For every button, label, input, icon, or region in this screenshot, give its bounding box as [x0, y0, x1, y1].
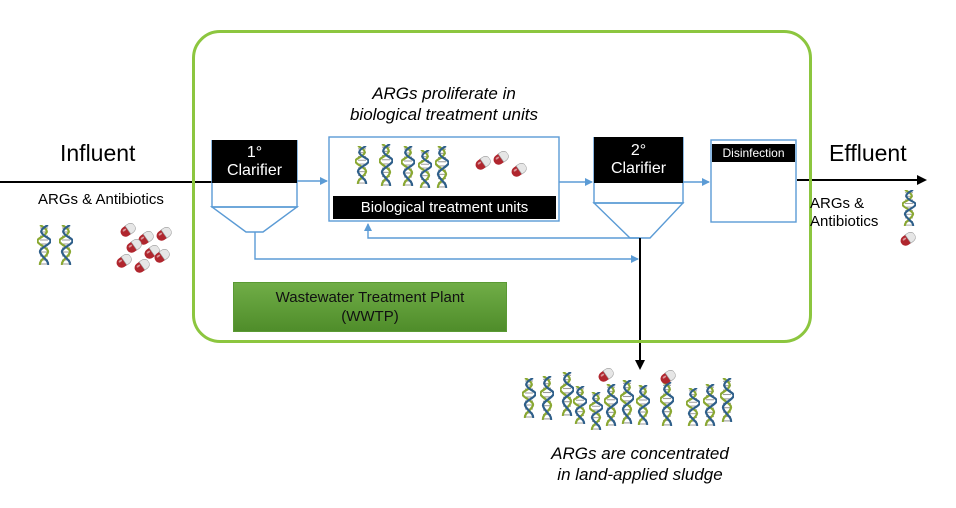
dna-icon [560, 372, 574, 416]
dna-icon [686, 388, 700, 426]
secondary-clarifier-number: 2° [630, 142, 647, 159]
antibiotic-capsule-icon [475, 155, 491, 170]
antibiotic-capsule-icon [134, 258, 150, 273]
antibiotic-capsule-icon [511, 162, 527, 177]
sludge-caption-line2: in land-applied sludge [557, 465, 723, 484]
antibiotic-capsule-icon [144, 244, 160, 259]
dna-icon [379, 144, 393, 186]
effluent-contents-line1: ARGs & [810, 195, 865, 212]
biological-caption: ARGs proliferate in biological treatment… [316, 83, 572, 125]
effluent-contents: ARGs & Antibiotics [810, 195, 878, 231]
biological-caption-line1: ARGs proliferate in [372, 84, 516, 103]
antibiotic-capsule-icon [120, 222, 136, 237]
effluent-title: Effluent [829, 140, 907, 166]
dna-icon [589, 392, 603, 430]
dna-icon [720, 378, 734, 422]
dna-icon [401, 146, 415, 186]
antibiotic-capsule-icon [900, 231, 916, 246]
dna-icon [636, 385, 650, 425]
sludge-caption-line1: ARGs are concentrated [551, 444, 729, 463]
dna-icon [573, 386, 587, 424]
dna-icon [703, 384, 717, 426]
sludge-caption: ARGs are concentrated in land-applied sl… [505, 443, 775, 485]
primary-clarifier: 1° Clarifier [212, 140, 297, 183]
dna-icon [522, 378, 536, 418]
dna-icon [435, 146, 449, 188]
dna-icon [418, 150, 432, 188]
return-sludge-line [364, 223, 640, 239]
wwtp-label-line1: Wastewater Treatment Plant [275, 289, 465, 306]
antibiotic-capsule-icon [598, 367, 614, 382]
disinfection-label: Disinfection [712, 144, 795, 162]
primary-clarifier-label: Clarifier [226, 162, 283, 179]
dna-icon [620, 380, 634, 424]
disinfection-outline [710, 139, 797, 223]
dna-icon [59, 225, 73, 265]
dna-icon [355, 146, 369, 184]
dna-icon [604, 384, 618, 426]
dna-icon [660, 382, 674, 426]
antibiotic-capsule-icon [126, 238, 142, 253]
biological-units-outline [328, 136, 560, 222]
secondary-clarifier: 2° Clarifier [594, 137, 683, 183]
biological-caption-line2: biological treatment units [349, 105, 539, 124]
influent-contents: ARGs & Antibiotics [38, 191, 164, 208]
influent-title: Influent [60, 140, 136, 166]
antibiotic-capsule-icon [660, 369, 676, 384]
dna-icon [902, 190, 916, 226]
wwtp-boundary [192, 30, 812, 343]
dna-icon [37, 225, 51, 265]
antibiotic-capsule-icon [116, 253, 132, 268]
dna-icon [540, 376, 554, 420]
antibiotic-capsule-icon [156, 226, 172, 241]
wwtp-label: Wastewater Treatment Plant (WWTP) [233, 282, 507, 332]
effluent-contents-line2: Antibiotics [810, 213, 879, 230]
secondary-clarifier-label: Clarifier [610, 160, 667, 177]
wwtp-label-line2: (WWTP) [341, 308, 399, 325]
primary-sludge-line [254, 232, 639, 263]
antibiotic-capsule-icon [154, 248, 170, 263]
antibiotic-capsule-icon [493, 150, 509, 165]
biological-units-label: Biological treatment units [333, 196, 556, 219]
primary-clarifier-number: 1° [246, 144, 263, 161]
